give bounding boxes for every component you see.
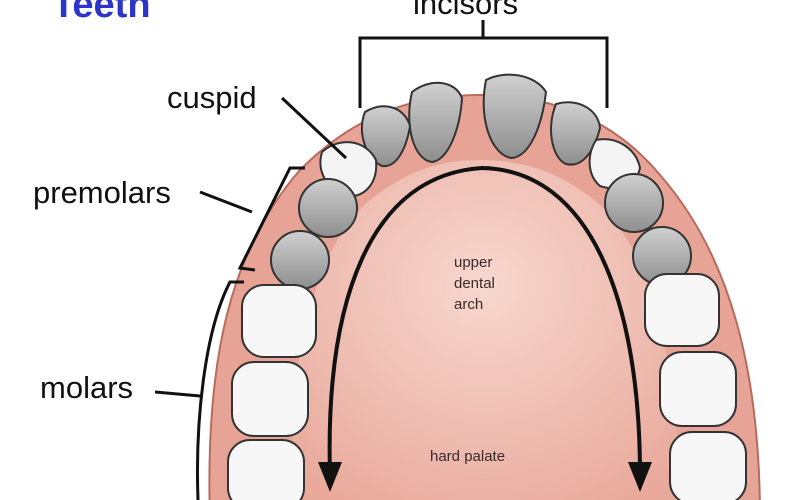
tooth-incisor	[550, 101, 602, 166]
tooth-molar	[241, 284, 317, 358]
dental-arch-arrow	[327, 165, 642, 476]
tooth-incisor	[408, 81, 464, 164]
tooth-incisor	[360, 105, 412, 168]
tooth-molar	[669, 431, 747, 500]
label-hard-palate: hard palate	[430, 448, 506, 465]
tooth-premolar	[270, 230, 330, 290]
incisors-bracket	[358, 20, 609, 108]
incisors-group	[360, 73, 602, 168]
label-molars: molars	[40, 370, 134, 405]
arrowhead-left	[318, 462, 342, 492]
page-title: Teeth	[52, 0, 151, 26]
premolars-bracket	[199, 166, 305, 272]
label-incisors: incisors	[413, 0, 519, 21]
tooth-molar	[227, 439, 305, 500]
tooth-premolar	[298, 178, 358, 238]
label-premolars: premolars	[33, 175, 171, 210]
tooth-incisor	[482, 73, 548, 160]
arrowhead-right	[628, 462, 652, 492]
hard-palate	[289, 160, 680, 500]
tooth-premolar	[604, 173, 664, 233]
label-upper-dental-arch: upper dental arch	[454, 254, 495, 313]
tooth-molar	[659, 351, 737, 427]
molars-bracket	[154, 280, 244, 500]
tooth-molar	[644, 273, 720, 347]
cuspid-pointer	[280, 96, 348, 160]
label-cuspid: cuspid	[167, 80, 257, 115]
tooth-molar	[231, 361, 309, 437]
